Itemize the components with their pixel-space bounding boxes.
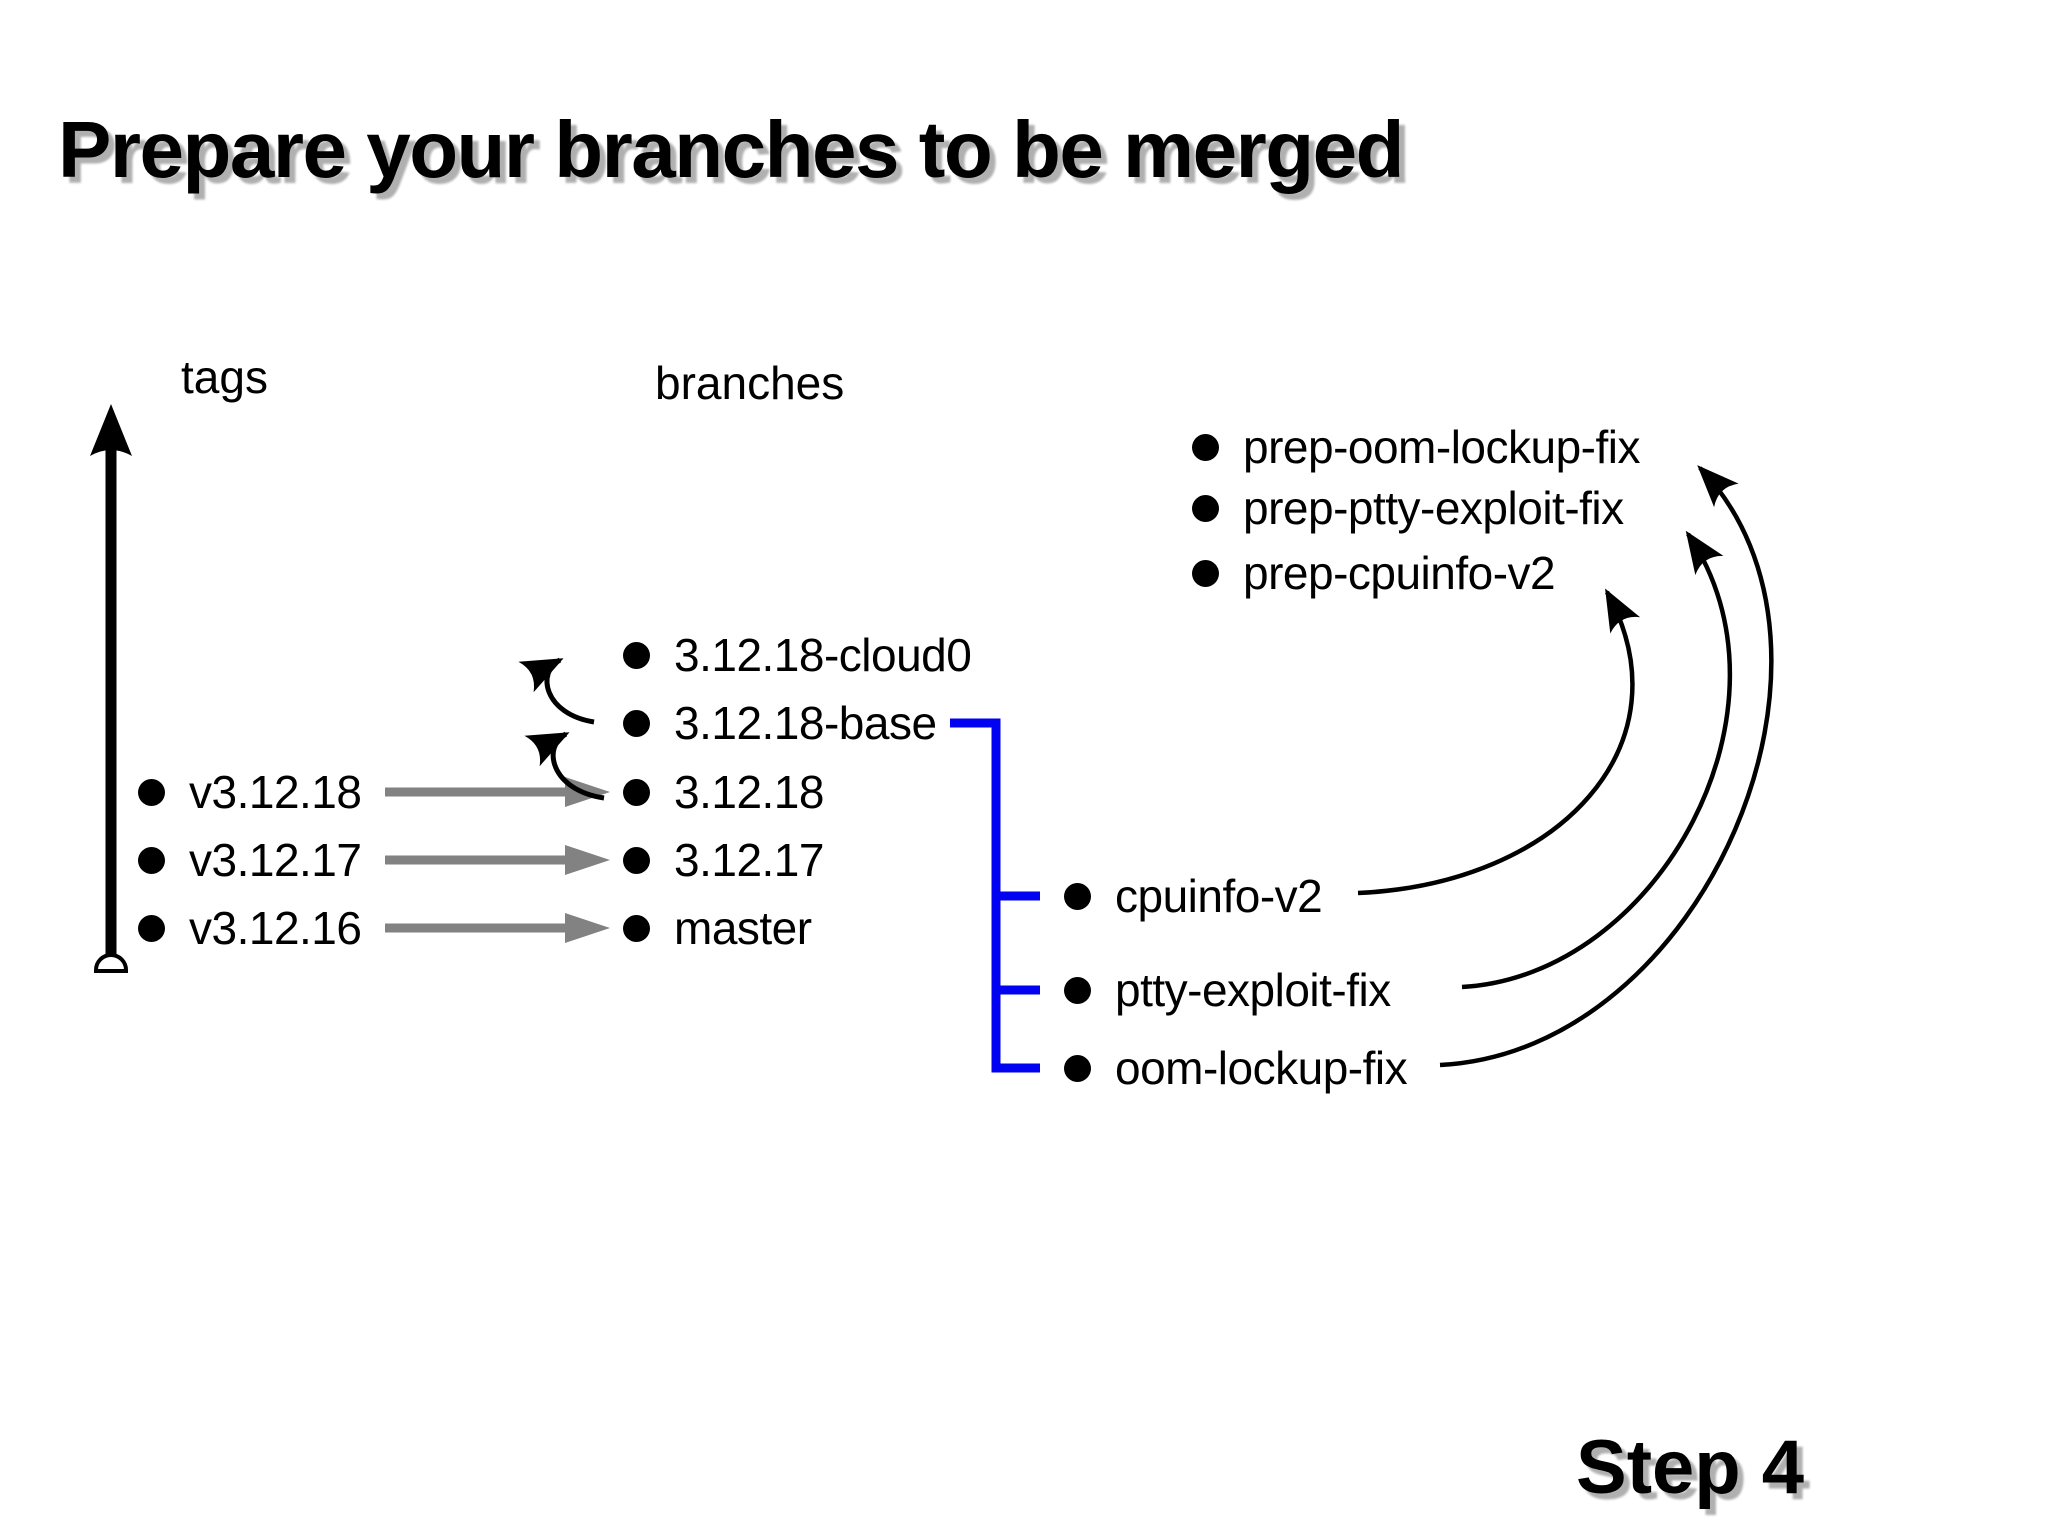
tag-item: v3.12.17 [138,833,362,887]
tag-item: v3.12.18 [138,765,362,819]
branch-item: 3.12.18-base [623,696,937,750]
tag-item: v3.12.16 [138,901,362,955]
tag-label: v3.12.17 [189,834,362,886]
timeline-arrowhead-icon [90,404,132,456]
prep-branch-label: prep-oom-lockup-fix [1243,421,1640,473]
prep-branch-item: prep-cpuinfo-v2 [1192,546,1556,600]
column-label-tags: tags [181,351,268,403]
branch-item: 3.12.17 [623,833,824,887]
base-branch-bracket [950,718,1040,1073]
timeline-arrow [90,404,132,973]
commit-dot-icon [1064,882,1091,910]
branch-label: 3.12.18-cloud0 [674,629,972,681]
commit-dot-icon [623,846,650,874]
commit-dot-icon [1192,559,1219,587]
timeline-break-icon [94,953,128,973]
gray-arrowhead-icon [565,913,610,943]
commit-dot-icon [138,778,165,806]
rebase-curves [1357,465,1774,1068]
commit-dot-icon [623,778,650,806]
page-title: Prepare your branches to be merged [58,105,1405,194]
branch-label: 3.12.17 [674,834,824,886]
gray-arrowhead-icon [565,845,610,875]
tag-to-branch-arrows [385,777,610,943]
branch-item: master [623,901,812,955]
commit-dot-icon [138,846,165,874]
step-label: Step 4 [1576,1425,1805,1510]
curve-oom-to-prep [1439,465,1774,1068]
prep-branch-item: prep-ptty-exploit-fix [1192,481,1624,535]
commit-dot-icon [623,914,650,942]
feature-branch-label: cpuinfo-v2 [1115,870,1323,922]
prep-branch-label: prep-ptty-exploit-fix [1243,482,1624,534]
curve-cpuinfo-to-prep [1357,588,1641,896]
prep-branch-item: prep-oom-lockup-fix [1192,420,1640,474]
feature-branch-item: cpuinfo-v2 [1064,869,1323,923]
feature-branch-label: ptty-exploit-fix [1115,964,1391,1016]
branch-label: master [674,902,812,954]
commit-dot-icon [1192,433,1219,461]
feature-branch-label: oom-lockup-fix [1115,1042,1408,1094]
feature-branch-item: ptty-exploit-fix [1064,963,1391,1017]
prep-branch-label: prep-cpuinfo-v2 [1243,547,1556,599]
feature-branch-item: oom-lockup-fix [1064,1041,1408,1095]
commit-dot-icon [623,709,650,737]
commit-dot-icon [1064,976,1091,1004]
commit-dot-icon [623,641,650,669]
commit-dot-icon [1192,494,1219,522]
branch-item: 3.12.18-cloud0 [623,628,972,682]
commit-dot-icon [138,914,165,942]
tag-label: v3.12.16 [189,902,362,954]
branch-label: 3.12.18 [674,766,824,818]
commit-dot-icon [1064,1054,1091,1082]
branch-item: 3.12.18 [623,765,824,819]
curve-ptty-to-prep [1461,530,1733,990]
tag-label: v3.12.18 [189,766,362,818]
branch-derivation-arrows [518,657,605,801]
column-label-branches: branches [655,357,845,409]
branch-label: 3.12.18-base [674,697,937,749]
